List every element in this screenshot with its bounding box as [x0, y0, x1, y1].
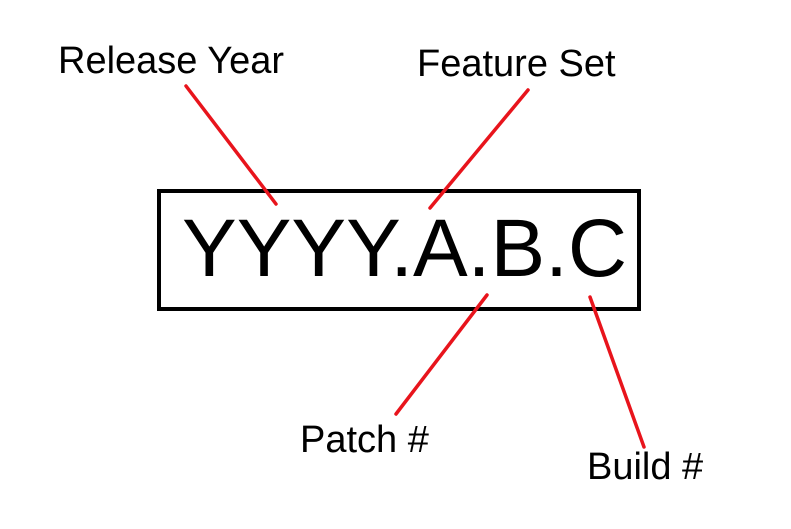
connector-release-year — [184, 84, 278, 206]
connector-build — [588, 295, 646, 449]
label-release-year: Release Year — [58, 40, 285, 82]
label-feature-set: Feature Set — [417, 43, 616, 85]
label-build: Build # — [587, 446, 704, 488]
version-string: YYYY.A.B.C — [182, 203, 628, 294]
connector-patch — [394, 293, 489, 416]
label-patch: Patch # — [300, 419, 429, 461]
